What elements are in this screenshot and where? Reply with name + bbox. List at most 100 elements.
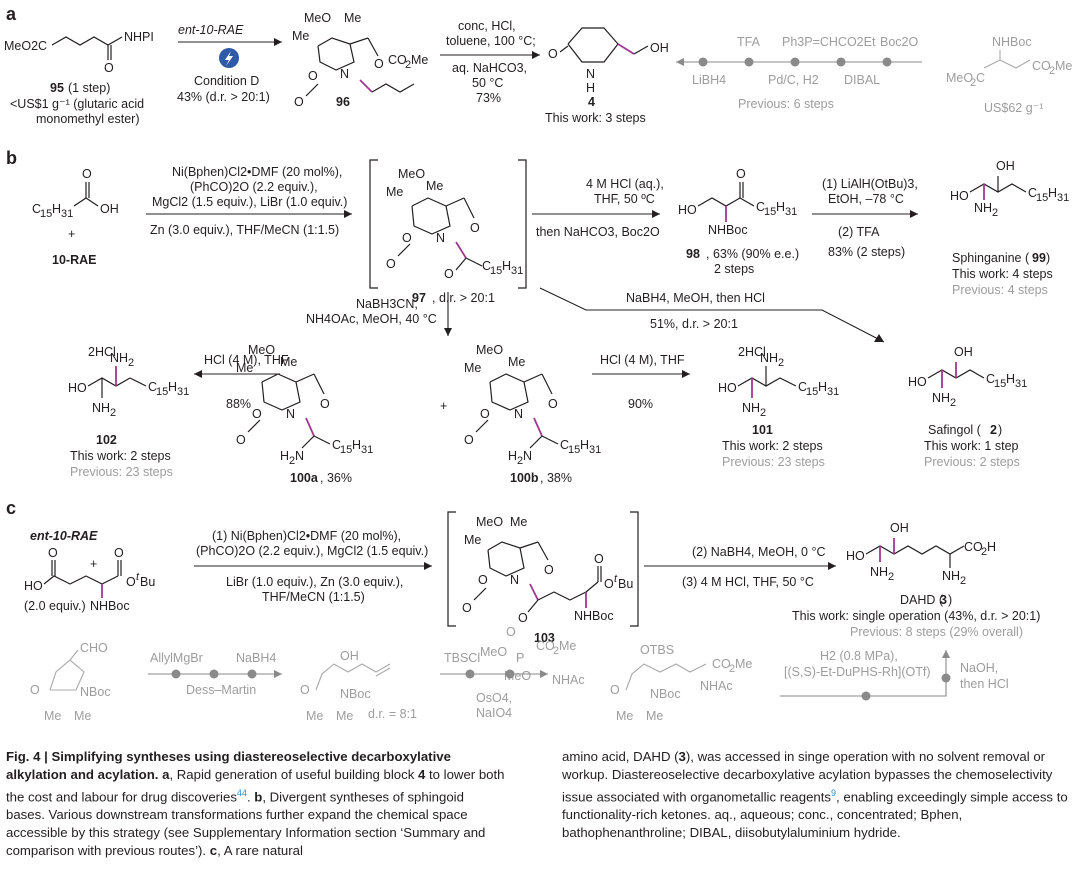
ref-9-link[interactable]: 9 (831, 788, 837, 798)
cond-c1-4: THF/MeCN (1:1.5) (262, 590, 365, 604)
svg-text:O: O (594, 552, 604, 566)
svg-text:Bu: Bu (618, 577, 633, 591)
cond-c1-2: (PhCO)2O (2.2 equiv.), MgCl2 (1.5 equiv.… (196, 544, 428, 558)
svg-text:O: O (374, 57, 384, 71)
prev-c-r10: then HCl (960, 677, 1009, 691)
prev-a-r1: TFA (737, 35, 761, 49)
svg-text:Me: Me (464, 533, 481, 547)
salt-101: 2HCl (738, 345, 766, 359)
svg-text:NHBoc: NHBoc (574, 609, 614, 623)
svg-text:MeO: MeO (476, 343, 503, 357)
svg-text:N: N (510, 573, 519, 587)
svg-text:HO: HO (68, 381, 87, 395)
svg-text:Me: Me (74, 709, 91, 723)
svg-text:C: C (148, 380, 157, 394)
svg-text:N: N (286, 407, 295, 421)
svg-text:O: O (548, 397, 558, 411)
reaction-scheme: a MeO2C O NHPI 95 (1 step) <US$1 g⁻¹ (gl… (4, 4, 1072, 723)
svg-text:N: N (436, 231, 445, 245)
svg-text:C: C (798, 380, 807, 394)
svg-text:Me: Me (1055, 59, 1072, 73)
svg-text:Me: Me (344, 11, 361, 25)
sph-steps: This work: 4 steps (952, 267, 1053, 281)
p101-prev: Previous: 23 steps (722, 455, 825, 469)
equiv-label: (2.0 equiv.) (24, 599, 86, 613)
prev-c-r9: NaOH, (960, 661, 998, 675)
caption-a-bold: 4 (417, 767, 426, 782)
caption-a-label: a (162, 767, 170, 782)
svg-text:O: O (104, 61, 114, 75)
cond-b2-2: THF, 50 ºC (594, 192, 655, 206)
svg-text:Me: Me (426, 179, 443, 193)
reagent-10-rae: 10-RAE (52, 253, 96, 267)
svg-text:O: O (126, 575, 136, 589)
svg-text:CHO: CHO (80, 641, 108, 655)
svg-text:O: O (308, 69, 318, 83)
condition-label: Condition D (194, 74, 259, 88)
caption-a-text2: to lower both the cost and labour for dr… (6, 767, 505, 805)
svg-text:NH: NH (870, 565, 888, 579)
a100-yield: , 36% (320, 471, 352, 485)
svg-text:Bu: Bu (140, 575, 155, 589)
svg-text:H: H (586, 81, 595, 95)
svg-text:2: 2 (778, 357, 784, 369)
compound-label-101: 101 (752, 423, 773, 437)
prev-c-r4: TBSCl (444, 651, 480, 665)
cond-b1-1: Ni(Bphen)Cl2•DMF (20 mol%), (172, 165, 342, 179)
svg-text:O: O (30, 683, 40, 697)
reagent-rae: ent-10-RAE (178, 23, 244, 37)
cond-a2-3: aq. NaHCO3, (452, 61, 527, 75)
svg-text:NH: NH (932, 391, 950, 405)
arrow-b7: HCl (4 M), THF 90% (592, 353, 690, 411)
svg-text:O: O (294, 95, 304, 109)
prod-prev-c: Previous: 8 steps (29% overall) (850, 625, 1023, 639)
svg-text:C: C (976, 71, 985, 85)
caption-c-label: c (209, 843, 218, 859)
cond-c1-3: LiBr (1.0 equiv.), Zn (3.0 equiv.), (226, 575, 403, 589)
prod-steps-c: This work: single operation (43%, d.r. >… (792, 609, 1040, 623)
svg-text:MeO: MeO (480, 645, 507, 659)
cond-b3-4: 83% (2 steps) (828, 245, 905, 259)
svg-text:O: O (464, 433, 474, 447)
cond-a2-5: 73% (476, 91, 501, 105)
svg-text:): ) (1046, 251, 1050, 265)
svg-text:Me: Me (616, 709, 633, 723)
svg-text:O: O (610, 683, 620, 697)
ref-44-link[interactable]: 44 (236, 788, 247, 798)
arrow-c2: (2) NaBH4, MeOH, 0 °C (3) 4 M HCl, THF, … (644, 545, 836, 589)
svg-text:MeO: MeO (398, 167, 425, 181)
svg-text:NHAc: NHAc (700, 679, 733, 693)
prod-name: DAHD ( (900, 593, 944, 607)
svg-text:Me: Me (306, 709, 323, 723)
prev-a-r3: Boc2O (880, 35, 918, 49)
svg-text:O: O (544, 563, 554, 577)
compound-label-97: 97 (412, 291, 426, 305)
svg-text:CO: CO (1032, 59, 1051, 73)
svg-text:+: + (68, 227, 75, 241)
yield-label: 43% (d.r. > 20:1) (177, 90, 270, 104)
arrow-b3: (1) LiAlH(OtBu)3, EtOH, –78 °C (2) TFA 8… (812, 177, 918, 259)
svg-text:O: O (736, 167, 746, 181)
panel-label-a: a (6, 4, 17, 24)
compound-4-structure: O N H OH 4 This work: 3 steps (545, 27, 669, 125)
figure-caption-right: amino acid, DAHD (3), was accessed in si… (562, 748, 1074, 842)
caption-c-text: , A rare natural (217, 843, 303, 859)
svg-text:N: N (514, 407, 523, 421)
compound-label-2: 2 (990, 423, 997, 437)
svg-text:OH: OH (340, 649, 359, 663)
svg-text:2: 2 (888, 571, 894, 583)
svg-text:C: C (560, 438, 569, 452)
cond-b1-3: MgCl2 (1.5 equiv.), LiBr (1.0 equiv.) (152, 195, 347, 209)
compound-label-95: 95 (50, 81, 64, 95)
svg-text:C: C (332, 438, 341, 452)
saf-prev: Previous: 2 steps (924, 455, 1020, 469)
svg-text:CO: CO (712, 657, 731, 671)
svg-text:MeO: MeO (248, 343, 275, 357)
cond-c1-1: (1) Ni(Bphen)Cl2•DMF (20 mol%), (212, 529, 401, 543)
compound-95-structure: MeO2C O NHPI 95 (1 step) <US$1 g⁻¹ (glut… (4, 30, 154, 126)
